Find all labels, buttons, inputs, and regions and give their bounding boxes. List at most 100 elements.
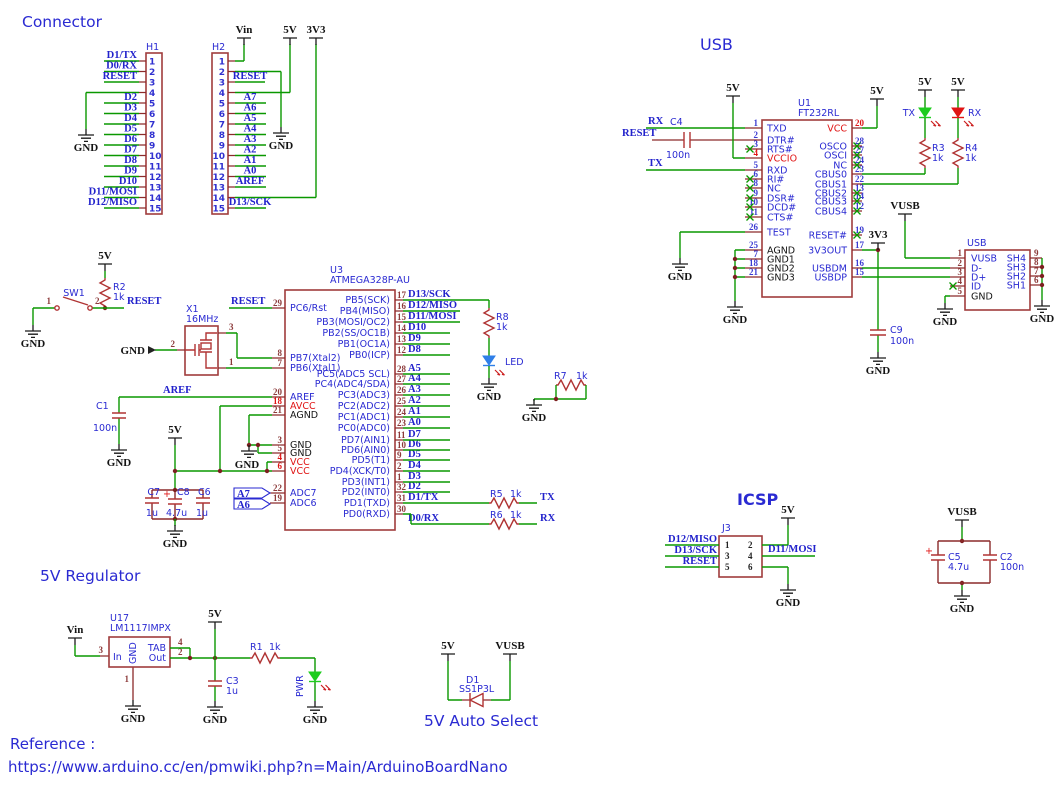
5v-label: 5V — [283, 24, 297, 36]
vcc-decoupling: 5V C7 + C8 C6 1u 4.7u 1u GND GND — [145, 405, 272, 550]
crystal-circuit: X1 16MHz 3 1 2 GND — [121, 304, 272, 376]
r6-value: 1k — [510, 510, 522, 521]
u3-pin-number: 21 — [273, 405, 283, 415]
5v-label: 5V — [781, 504, 795, 516]
section-regulator: 5V Regulator U17 LM1117IMPX Vin 3 1 In G… — [40, 567, 332, 726]
resistor-r1 — [249, 652, 281, 664]
gnd-label: GND — [21, 338, 46, 350]
u3-pin-name: PD3(INT1) — [342, 477, 390, 488]
sw1-ref: SW1 — [63, 288, 84, 299]
u3-pin-name: PB4(MISO) — [340, 306, 390, 317]
u3-net-label: D9 — [408, 333, 421, 344]
h1-pin-number: 1 — [149, 58, 155, 68]
r4-ref: R4 — [965, 143, 978, 154]
j3-pin-number: 3 — [725, 551, 730, 561]
u1-pin-number: 28 — [855, 136, 865, 146]
5v-symbol — [917, 89, 933, 98]
u3-pin-name: PD6(AIN0) — [341, 445, 390, 456]
c5-value: 4.7u — [948, 562, 969, 573]
r7-ref: R7 — [554, 371, 567, 382]
u3-pin-name: PC4(ADC4/SDA) — [315, 379, 390, 390]
5v-symbol — [950, 89, 966, 98]
u3-net-label: D6 — [408, 439, 421, 450]
u17-pin-out: 2 — [178, 647, 183, 657]
h2-pin-number: 2 — [219, 68, 225, 78]
h1-net-label: D0/RX — [106, 61, 137, 72]
u1-pin-number: 2 — [754, 130, 759, 140]
gnd-symbol — [869, 351, 887, 366]
j3-ref: J3 — [721, 523, 731, 534]
h1-pin-number: 11 — [149, 163, 162, 173]
h1-net-label: D3 — [124, 103, 137, 114]
vin-symbol — [67, 637, 83, 646]
u3-pin-number: 17 — [397, 290, 407, 300]
u3-pin-name: PD2(INT0) — [342, 487, 390, 498]
u1-pin-name: CBUS2 — [815, 189, 847, 200]
u3-pin-name: GND — [290, 440, 312, 451]
u3-net-label: D10 — [408, 322, 426, 333]
u17-label-gnd: GND — [128, 642, 139, 664]
u3-pin-name: VCC — [290, 466, 310, 477]
gnd-label: GND — [776, 597, 801, 609]
u1-pin-name: GND3 — [767, 273, 795, 284]
gnd-label: GND — [950, 603, 975, 615]
usb-pin-number: 4 — [958, 276, 963, 286]
vusb-symbol — [502, 653, 518, 662]
u3-pin-number: 10 — [397, 440, 407, 450]
u1-pin-name: RXD — [767, 166, 787, 177]
u1-pin-name: TXD — [766, 124, 787, 135]
u3-net-label: D0/RX — [408, 513, 439, 524]
u1-pin-name: GND2 — [767, 264, 795, 275]
u3-pin-number: 6 — [278, 461, 283, 471]
u1-pin-name: NC — [767, 184, 781, 195]
h1-pin-number: 5 — [149, 100, 155, 110]
u3-pin-number: 4 — [278, 452, 283, 462]
h2-net-label: A6 — [244, 103, 257, 114]
reference-url[interactable]: https://www.arduino.cc/en/pmwiki.php?n=M… — [8, 758, 508, 776]
usb-pin-number: 7 — [1034, 266, 1039, 276]
resistor-r4 — [952, 137, 964, 169]
c8-ref: C8 — [177, 487, 190, 498]
h1-net-label: D10 — [119, 176, 137, 187]
led-rx — [951, 107, 965, 119]
u1-pin-name: RI# — [767, 175, 784, 186]
u3-pin-number: 18 — [273, 396, 283, 406]
5v-symbol — [97, 263, 113, 272]
x1-ref: X1 — [186, 304, 199, 315]
h1-pin-number: 3 — [149, 79, 155, 89]
u1-pin-name: VCC — [827, 124, 847, 135]
led-arrows — [963, 120, 975, 127]
gnd-symbol — [671, 257, 689, 272]
section-autoselect: 5V Auto Select 5V VUSB D1 SS1P3L — [424, 640, 538, 730]
j3-pin-number: 2 — [748, 540, 753, 550]
led-arrows — [494, 369, 506, 376]
u3-pin-number: 1 — [397, 472, 402, 482]
h2-pin-number: 10 — [212, 152, 225, 162]
vusb-label: VUSB — [890, 200, 920, 212]
rx-net-label: RX — [648, 116, 664, 127]
usb-pin-number: 2 — [958, 258, 963, 268]
r8-ref: R8 — [496, 312, 509, 323]
u3-net-label: D13/SCK — [408, 289, 451, 300]
r6-ref: R6 — [490, 510, 503, 521]
vusb-filter: VUSB + C5 4.7u C2 100n GND — [925, 506, 1024, 615]
u3-pin-number: 32 — [397, 482, 407, 492]
c8-value: 4.7u — [166, 508, 187, 519]
d1-part: SS1P3L — [459, 684, 495, 695]
h2-net-label: A4 — [244, 124, 258, 135]
c7-value: 1u — [146, 508, 158, 519]
u17-label-in: In — [113, 652, 122, 663]
u3-pin-number: 13 — [397, 334, 407, 344]
u1-pin-name: DCD# — [767, 203, 796, 214]
h2-pin-number: 5 — [219, 100, 225, 110]
h1-pin-number: 6 — [149, 110, 155, 120]
u1-pin-name: 3V3OUT — [808, 246, 847, 257]
h1-net-label: D9 — [124, 166, 137, 177]
gnd-symbol — [240, 444, 258, 459]
u3-pin-number: 24 — [397, 407, 407, 417]
u3-pin-name: PC2(ADC2) — [338, 401, 390, 412]
gnd-symbol — [726, 300, 744, 315]
